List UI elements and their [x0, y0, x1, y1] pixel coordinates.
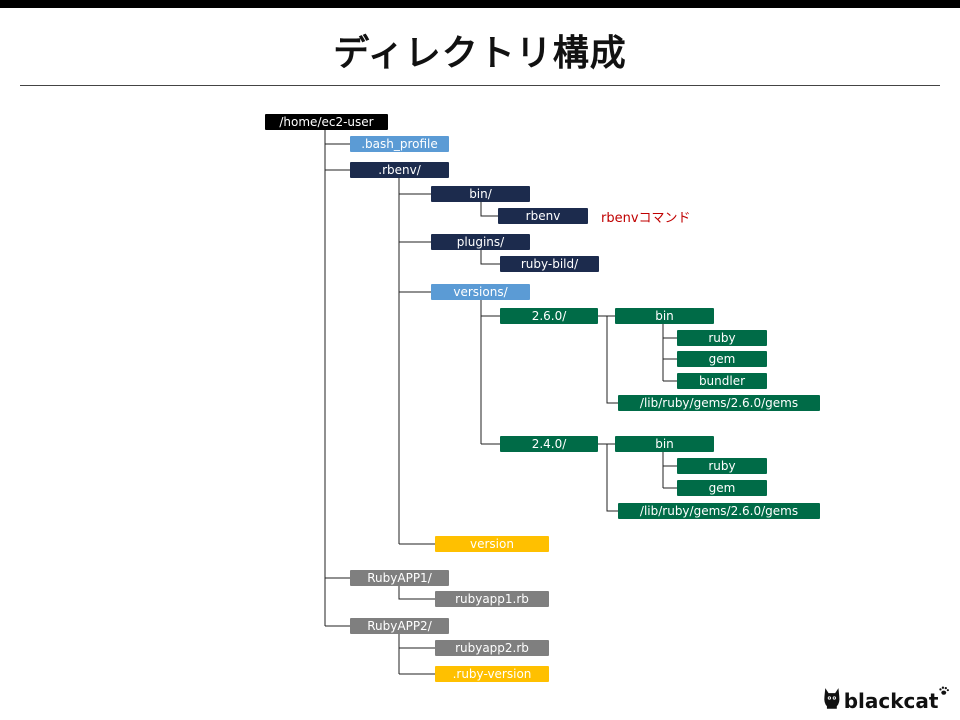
node-home-ec2-user: /home/ec2-user: [265, 114, 388, 130]
title-divider: [20, 85, 940, 86]
connector-v260-trunk: [606, 316, 618, 404]
node-plugins-dir: plugins/: [431, 234, 530, 250]
node-version-2-4-0: 2.4.0/: [500, 436, 598, 452]
node-2-4-0-gem: gem: [677, 480, 767, 496]
rbenv-command-note: rbenvコマンド: [601, 211, 691, 226]
paw-icon: [939, 686, 950, 695]
node-2-6-0-gems-path: /lib/ruby/gems/2.6.0/gems: [618, 395, 820, 411]
top-bar: [0, 0, 960, 8]
black-cat-icon: [824, 688, 840, 709]
connector-bin-rbenv: [480, 202, 498, 217]
node-2-4-0-gems-path: /lib/ruby/gems/2.6.0/gems: [618, 503, 820, 519]
blackcat-logo: blackcat: [822, 682, 950, 712]
node-rubyapp2-dir: RubyAPP2/: [350, 618, 449, 634]
node-ruby-version-file: .ruby-version: [435, 666, 549, 682]
node-rbenv-command: rbenv: [498, 208, 588, 224]
node-version-file: version: [435, 536, 549, 552]
node-2-6-0-bin: bin: [615, 308, 714, 324]
node-ruby-bild-dir: ruby-bild/: [500, 256, 599, 272]
node-rubyapp1-dir: RubyAPP1/: [350, 570, 449, 586]
logo-text: blackcat: [843, 689, 939, 713]
node-bash-profile: .bash_profile: [350, 136, 449, 152]
node-rbenv-dir: .rbenv/: [350, 162, 449, 178]
node-2-4-0-bin: bin: [615, 436, 714, 452]
connector-app1-file: [398, 586, 435, 600]
node-2-6-0-gem: gem: [677, 351, 767, 367]
node-rubyapp1-file: rubyapp1.rb: [435, 591, 549, 607]
node-bin-dir: bin/: [431, 186, 530, 202]
node-2-6-0-bundler: bundler: [677, 373, 767, 389]
node-2-4-0-ruby: ruby: [677, 458, 767, 474]
page-title: ディレクトリ構成: [333, 33, 627, 74]
connector-v240-trunk: [606, 444, 618, 512]
node-version-2-6-0: 2.6.0/: [500, 308, 598, 324]
node-versions-dir: versions/: [431, 284, 530, 300]
connector-plugins-rubybild: [480, 250, 500, 265]
node-rubyapp2-file: rubyapp2.rb: [435, 640, 549, 656]
node-2-6-0-ruby: ruby: [677, 330, 767, 346]
